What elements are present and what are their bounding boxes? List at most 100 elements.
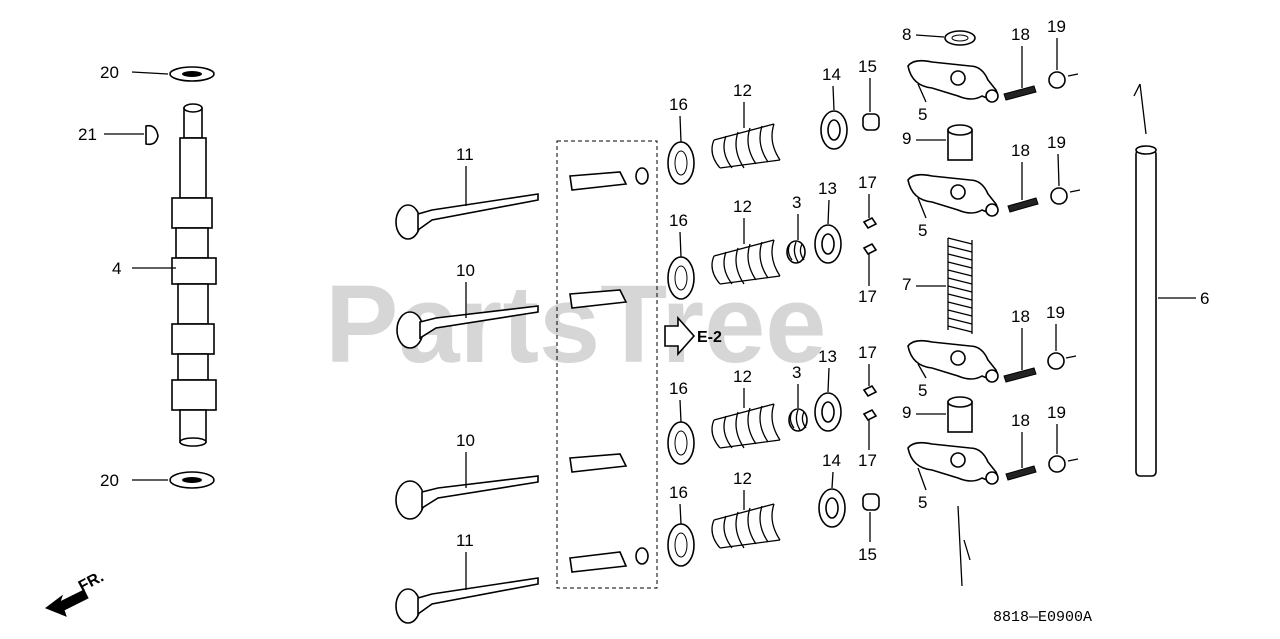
callout-15-bottom[interactable]: 15 [858, 545, 877, 564]
callout-14-bottom[interactable]: 14 [822, 451, 841, 470]
callout-17-a[interactable]: 17 [858, 173, 877, 192]
valve-spring-12-b[interactable] [711, 239, 781, 285]
leader-line [915, 34, 945, 38]
callout-20-bottom[interactable]: 20 [100, 471, 119, 490]
callout-9-a[interactable]: 9 [902, 129, 911, 148]
cotter-17-a[interactable] [862, 216, 878, 230]
callout-10-lower[interactable]: 10 [456, 431, 475, 450]
adjust-screw-18-a[interactable] [1003, 85, 1037, 101]
key-21[interactable] [145, 124, 159, 146]
valve-guide-lower[interactable] [569, 453, 628, 473]
adjust-screw-18-b[interactable] [1007, 197, 1039, 213]
valve-spring-12-c[interactable] [711, 403, 781, 449]
callout-18-d[interactable]: 18 [1011, 411, 1030, 430]
callout-13-b[interactable]: 13 [818, 347, 837, 366]
lock-nut-19-b[interactable] [1050, 187, 1068, 205]
callout-16-d[interactable]: 16 [669, 483, 688, 502]
callout-11-bottom[interactable]: 11 [456, 531, 474, 550]
callout-17-d[interactable]: 17 [858, 451, 877, 470]
leader-line [1057, 153, 1060, 187]
callout-11-top[interactable]: 11 [456, 145, 474, 164]
callout-12-d[interactable]: 12 [733, 469, 752, 488]
callout-20-top[interactable]: 20 [100, 63, 119, 82]
rocker-arm-5-c[interactable] [907, 339, 999, 383]
stem-seal-3-b[interactable] [788, 408, 808, 432]
callout-16-b[interactable]: 16 [669, 211, 688, 230]
leader-line [827, 367, 830, 393]
callout-18-b[interactable]: 18 [1011, 141, 1030, 160]
tappet-9-a[interactable] [947, 124, 973, 161]
assembly-line [1133, 83, 1141, 97]
rocker-arm-5-d[interactable] [907, 441, 999, 485]
retainer-13-b[interactable] [814, 392, 842, 432]
stem-seals-3-group: 3 3 [786, 193, 808, 432]
cap-15-top[interactable] [862, 113, 880, 131]
valve-11-bottom[interactable] [395, 577, 539, 624]
callout-5-d[interactable]: 5 [918, 493, 927, 512]
rocker-spring-7[interactable] [947, 237, 973, 334]
callout-19-c[interactable]: 19 [1046, 303, 1065, 322]
reference-arrow-e2[interactable]: E-2 [664, 315, 722, 357]
valve-guide-top[interactable] [569, 167, 649, 191]
leader-line [679, 231, 682, 258]
callout-16-a[interactable]: 16 [669, 95, 688, 114]
callout-5-b[interactable]: 5 [918, 221, 927, 240]
retainer-14-bottom[interactable] [818, 488, 846, 528]
callout-19-a[interactable]: 19 [1047, 17, 1066, 36]
camshaft-4[interactable] [171, 103, 217, 447]
adjust-screw-18-c[interactable] [1003, 367, 1037, 383]
callout-4[interactable]: 4 [112, 259, 121, 278]
callout-7[interactable]: 7 [902, 275, 911, 294]
cotter-17-c[interactable] [862, 384, 878, 398]
leader-line [917, 467, 927, 491]
callout-8[interactable]: 8 [902, 25, 911, 44]
callout-12-c[interactable]: 12 [733, 367, 752, 386]
valve-10-lower[interactable] [395, 475, 539, 520]
callout-3-b[interactable]: 3 [792, 363, 801, 382]
callout-6[interactable]: 6 [1200, 289, 1209, 308]
lock-nut-19-c[interactable] [1047, 352, 1065, 370]
stem-seal-3-a[interactable] [786, 240, 806, 264]
callout-17-c[interactable]: 17 [858, 343, 877, 362]
callout-18-a[interactable]: 18 [1011, 25, 1030, 44]
reference-label: E-2 [697, 329, 722, 346]
valve-guide-bottom[interactable] [569, 547, 649, 573]
valve-spring-12-d[interactable] [711, 503, 781, 549]
callout-14-top[interactable]: 14 [822, 65, 841, 84]
callout-13-a[interactable]: 13 [818, 179, 837, 198]
washer-hole [182, 71, 202, 77]
callout-19-b[interactable]: 19 [1047, 133, 1066, 152]
valve-11-top[interactable] [395, 193, 539, 240]
leader-line [679, 399, 682, 423]
callout-5-a[interactable]: 5 [918, 105, 927, 124]
push-rod-6[interactable] [1135, 145, 1157, 477]
callout-19-d[interactable]: 19 [1047, 403, 1066, 422]
lock-nut-19-a[interactable] [1048, 71, 1066, 89]
valve-guide-middle[interactable] [569, 289, 628, 309]
valve-spring-12-a[interactable] [711, 123, 781, 169]
callout-5-c[interactable]: 5 [918, 381, 927, 400]
valve-10-middle[interactable] [396, 305, 539, 349]
callout-12-a[interactable]: 12 [733, 81, 752, 100]
retainer-14-top[interactable] [820, 110, 848, 150]
callout-15-top[interactable]: 15 [858, 57, 877, 76]
cotter-17-c2[interactable] [862, 408, 878, 422]
callout-9-b[interactable]: 9 [902, 403, 911, 422]
tappet-9-b[interactable] [947, 396, 973, 433]
rocker-arm-5-a[interactable] [907, 59, 999, 103]
callout-17-b[interactable]: 17 [858, 287, 877, 306]
retainer-13-a[interactable] [814, 224, 842, 264]
callout-16-c[interactable]: 16 [669, 379, 688, 398]
adjust-screw-18-d[interactable] [1005, 465, 1037, 481]
washer-hole [674, 265, 688, 291]
lock-nut-19-d[interactable] [1048, 455, 1066, 473]
front-direction-arrow: FR. [44, 568, 107, 617]
callout-18-c[interactable]: 18 [1011, 307, 1030, 326]
cap-15-bottom[interactable] [862, 493, 880, 511]
callout-21[interactable]: 21 [78, 125, 97, 144]
callout-12-b[interactable]: 12 [733, 197, 752, 216]
callout-10-middle[interactable]: 10 [456, 261, 475, 280]
cotter-17-a2[interactable] [862, 242, 878, 256]
callout-3-a[interactable]: 3 [792, 193, 801, 212]
rocker-arm-5-b[interactable] [907, 173, 999, 217]
